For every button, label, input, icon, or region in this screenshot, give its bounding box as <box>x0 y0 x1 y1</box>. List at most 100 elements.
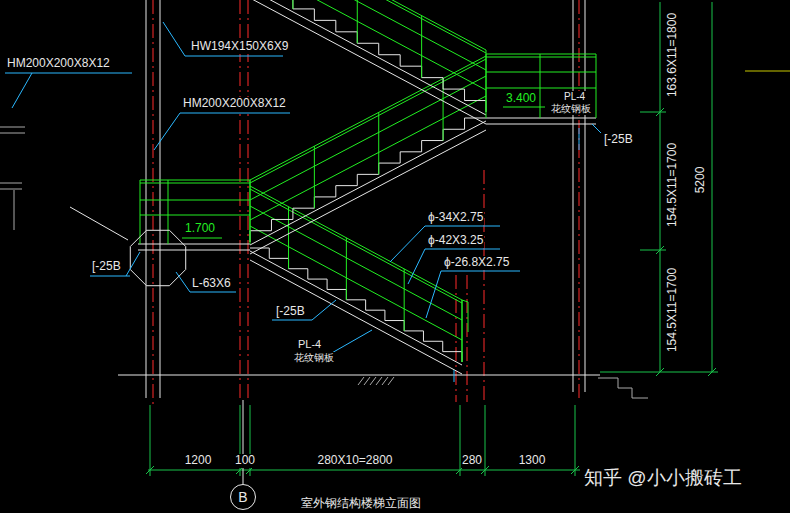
ground-hatch <box>376 377 382 385</box>
beam-line <box>0 183 22 184</box>
dimension-text: 154.5X11=1700 <box>666 267 680 353</box>
column-line <box>573 0 574 392</box>
rail-post <box>462 300 463 362</box>
center-line <box>484 170 485 402</box>
member-label: PL-4 <box>297 338 322 351</box>
elevation-text: 3.400 <box>505 92 537 106</box>
rail-post <box>462 300 463 362</box>
stringer-line <box>250 130 486 254</box>
rail-post <box>288 207 289 269</box>
center-line <box>456 275 457 402</box>
dimension-text: 280 <box>461 454 483 468</box>
member-label: HW194X150X6X9 <box>190 40 289 54</box>
leader-line <box>408 249 425 284</box>
landing-beam <box>138 244 250 245</box>
elevation-line <box>503 107 545 108</box>
member-label: 花纹钢板 <box>550 103 592 115</box>
edge-line <box>745 71 790 72</box>
dimension-tick <box>656 368 664 376</box>
stringer-line <box>250 260 462 374</box>
leader-line <box>441 271 520 272</box>
column-line <box>146 0 147 398</box>
column-line <box>14 190 15 230</box>
rail-post <box>292 0 293 9</box>
stair-treads <box>250 118 486 242</box>
member-label: HM200X200X8X12 <box>6 57 111 71</box>
dimension-text: 1300 <box>518 454 547 468</box>
dimension-text: 154.5X11=1700 <box>666 142 680 228</box>
ground-hatch <box>364 377 370 385</box>
leader-line <box>425 226 500 227</box>
leader-line <box>5 73 132 74</box>
axis-bubble: B <box>230 484 256 510</box>
dimension-line <box>660 2 661 372</box>
member-label: [-25B <box>603 133 634 147</box>
leader-line <box>180 113 290 114</box>
base-mark <box>454 370 455 382</box>
extension-line <box>640 250 666 251</box>
member-label: ϕ-34X2.75 <box>427 211 484 225</box>
axis-line <box>243 400 244 484</box>
elevation-text: 1.700 <box>184 222 216 236</box>
landing-rail <box>140 215 250 216</box>
dimension-tick <box>656 246 664 254</box>
handrail <box>250 0 486 70</box>
rail-post <box>378 112 379 174</box>
detail-leader <box>70 207 128 240</box>
leader-line <box>426 271 441 318</box>
member-label: L-63X6 <box>191 277 232 291</box>
rail-post <box>250 180 251 244</box>
dimension-tick <box>571 466 579 474</box>
extension-line <box>485 405 486 476</box>
member-label: 花纹钢板 <box>293 352 335 364</box>
support-mark <box>579 128 580 150</box>
ground-hatch <box>370 377 376 385</box>
ground-line <box>118 375 600 376</box>
ground-hatch <box>382 377 388 385</box>
rail-post <box>486 54 487 118</box>
leader-line <box>330 330 372 354</box>
landing-rail <box>140 200 250 201</box>
drawing-title: 室外钢结构楼梯立面图 <box>300 497 422 511</box>
rail-post <box>540 54 541 118</box>
landing-rail <box>140 183 250 184</box>
leader-line <box>163 22 185 56</box>
rail-post <box>596 54 597 118</box>
handrail <box>250 76 486 200</box>
rail-end <box>462 300 468 332</box>
landing-rail <box>486 88 596 89</box>
leader-line <box>390 226 425 262</box>
step-outline <box>598 378 648 398</box>
column-line <box>585 0 586 392</box>
leader-line <box>272 320 312 321</box>
dimension-text: 1200 <box>184 454 213 468</box>
leader-line <box>190 292 236 293</box>
landing-rail <box>486 57 596 58</box>
rail-post <box>140 180 141 244</box>
landing-beam <box>486 118 596 119</box>
stringer-line <box>250 251 462 365</box>
dimension-text: 5200 <box>694 166 708 195</box>
beam-line <box>0 133 25 134</box>
dimension-line <box>148 470 580 471</box>
center-line <box>579 0 580 400</box>
stair-treads <box>250 248 462 362</box>
handrail <box>250 59 486 183</box>
leader-line <box>185 56 283 57</box>
dimension-tick <box>146 466 154 474</box>
beam-line <box>0 127 25 128</box>
handrail <box>250 56 486 180</box>
dimension-text: 163.6X11=1800 <box>666 12 680 98</box>
handrail <box>250 96 486 220</box>
leader-line <box>154 113 180 150</box>
member-label: ϕ-26.8X2.75 <box>443 256 510 270</box>
extension-line <box>150 405 151 476</box>
dimension-line <box>712 2 713 372</box>
detail-octagon <box>130 230 185 285</box>
dimension-tick <box>708 368 716 376</box>
member-label: [-25B <box>91 260 122 274</box>
landing-beam <box>138 250 250 251</box>
column-line <box>160 0 161 398</box>
center-line <box>153 0 154 406</box>
